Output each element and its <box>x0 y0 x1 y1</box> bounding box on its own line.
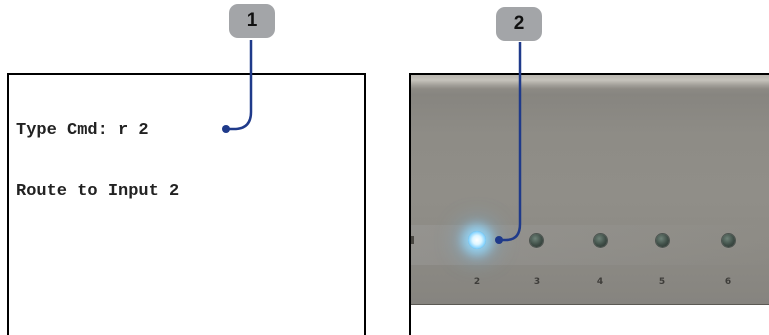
port-label-3: 3 <box>533 277 541 287</box>
faceplate-highlight <box>411 225 769 265</box>
terminal-command-line: Type Cmd: r 2 <box>16 121 149 140</box>
terminal-panel: Type Cmd: r 2 Route to Input 2 <box>7 73 366 335</box>
terminal-response-line: Route to Input 2 <box>16 182 180 201</box>
led-port-6 <box>722 234 735 247</box>
callout-badge-1: 1 <box>229 4 275 38</box>
device-front-panel: 2 3 4 5 6 <box>409 73 769 335</box>
port-label-5: 5 <box>658 277 666 287</box>
callout-number: 1 <box>246 10 258 31</box>
callout-number: 2 <box>513 13 525 34</box>
port-label-2: 2 <box>473 277 481 287</box>
led-port-5 <box>656 234 669 247</box>
port-label-6: 6 <box>724 277 732 287</box>
port-label-4: 4 <box>596 277 604 287</box>
led-port-3 <box>530 234 543 247</box>
led-port-2-lit <box>468 231 486 249</box>
callout-badge-2: 2 <box>496 7 542 41</box>
led-port-4 <box>594 234 607 247</box>
device-faceplate: 2 3 4 5 6 <box>411 75 769 305</box>
panel-edge-mark <box>411 236 414 244</box>
